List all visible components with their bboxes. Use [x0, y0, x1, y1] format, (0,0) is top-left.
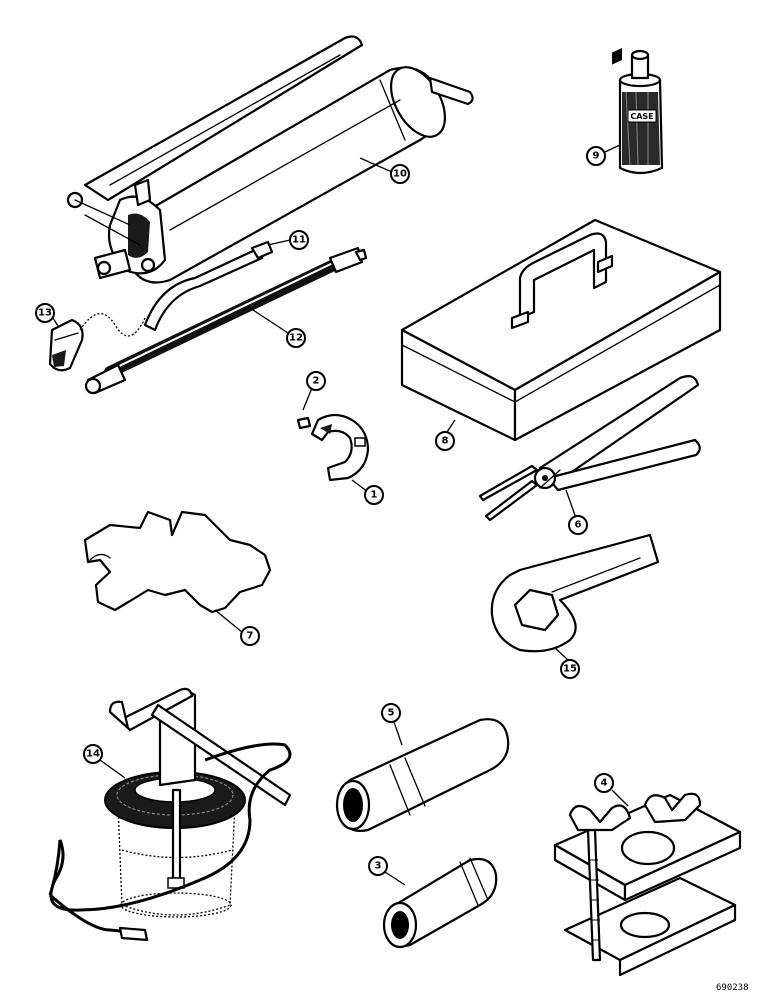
svg-text:8: 8 — [442, 436, 449, 447]
grease-coupler — [48, 318, 84, 372]
svg-text:14: 14 — [86, 749, 100, 760]
callout-1: 1 — [364, 485, 384, 505]
figure-reference: 690238 — [716, 983, 749, 993]
can-label: CASE — [630, 112, 653, 121]
callout-10: 10 — [390, 164, 410, 184]
svg-text:7: 7 — [247, 631, 254, 642]
callout-11: 11 — [289, 230, 309, 250]
svg-text:3: 3 — [375, 861, 382, 872]
grease-gun — [66, 35, 474, 284]
svg-text:13: 13 — [38, 308, 52, 319]
svg-text:6: 6 — [575, 520, 582, 531]
callout-14: 14 — [83, 744, 103, 764]
bent-tube — [143, 240, 274, 332]
callout-3: 3 — [368, 856, 388, 876]
gasket — [83, 510, 272, 614]
svg-text:2: 2 — [313, 376, 320, 387]
short-socket — [382, 857, 498, 949]
callout-12: 12 — [286, 328, 306, 348]
bucket-grease-pump — [48, 687, 292, 942]
hex-wrench — [490, 533, 660, 653]
retaining-pin — [296, 416, 312, 430]
callout-13: 13 — [35, 303, 55, 323]
svg-text:10: 10 — [393, 169, 407, 180]
touch-up-can: CASE — [618, 49, 664, 175]
tool-box — [400, 47, 722, 442]
grease-hose — [84, 246, 368, 395]
long-socket — [335, 718, 510, 832]
callout-7: 7 — [240, 626, 260, 646]
svg-text:11: 11 — [292, 235, 306, 246]
callout-2: 2 — [306, 371, 326, 391]
callout-4: 4 — [594, 773, 614, 793]
svg-text:1: 1 — [371, 490, 378, 501]
valve-spring-clamp — [553, 792, 742, 977]
callout-9: 9 — [586, 146, 606, 166]
callout-15: 15 — [560, 659, 580, 679]
svg-text:12: 12 — [289, 333, 303, 344]
snap-ring-pliers — [478, 375, 701, 522]
svg-text:15: 15 — [563, 664, 577, 675]
svg-text:9: 9 — [593, 151, 600, 162]
svg-text:5: 5 — [388, 708, 395, 719]
callout-8: 8 — [435, 431, 455, 451]
svg-text:4: 4 — [601, 778, 608, 789]
split-collar — [310, 413, 370, 482]
latch — [612, 47, 622, 65]
callout-6: 6 — [568, 515, 588, 535]
callout-5: 5 — [381, 703, 401, 723]
